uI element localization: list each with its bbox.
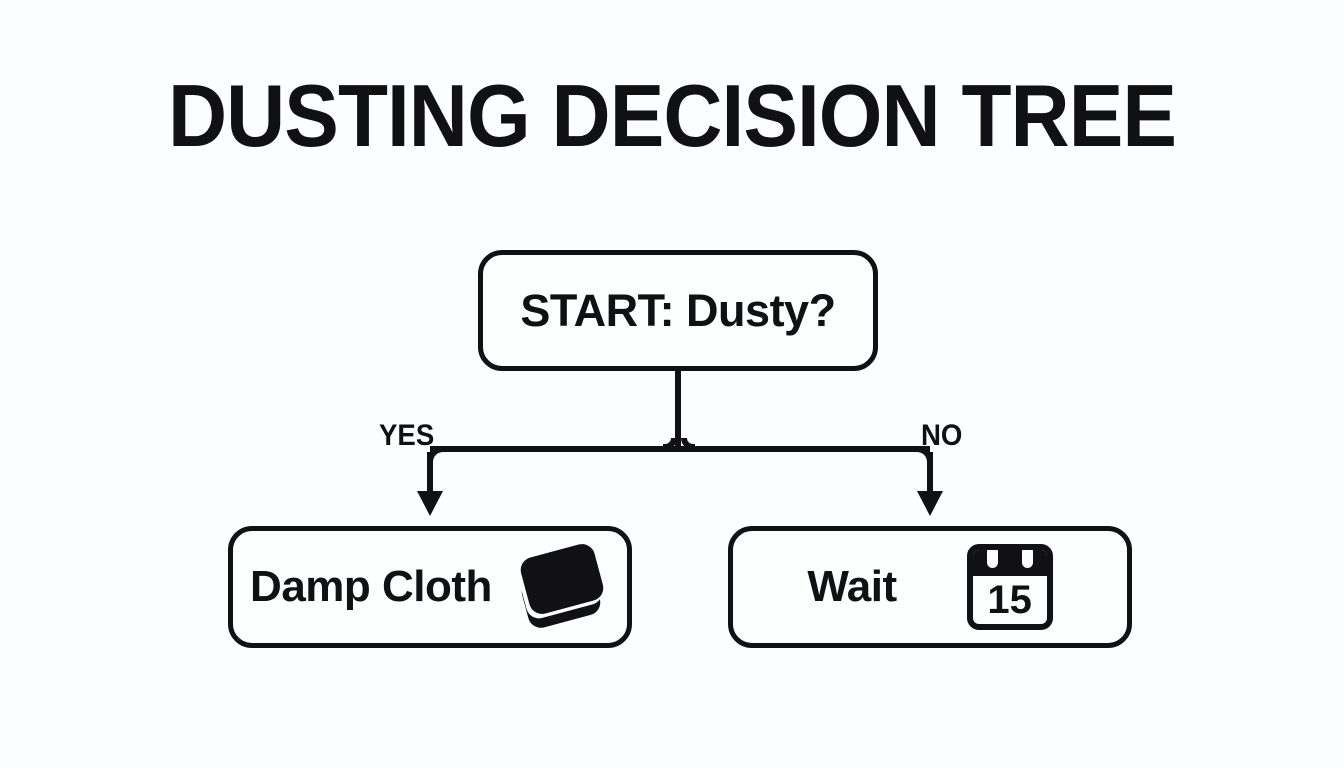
calendar-header-band [972,550,1047,576]
node-start-label: START: Dusty? [520,284,836,336]
page-title: DUSTING DECISION TREE [167,66,1177,165]
node-wait-label: Wait [807,562,897,611]
connector-drop-yes [427,452,433,494]
branch-label-yes: YES [379,419,435,452]
branch-label-no: NO [921,419,963,452]
calendar-ring-left [986,550,998,568]
node-damp-cloth-label: Damp Cloth [250,562,492,611]
calendar-day-number: 15 [987,578,1032,622]
connector-stem [675,371,681,447]
node-wait-content: Wait 15 [807,544,1053,630]
arrowhead-yes [417,491,443,516]
node-damp-cloth-content: Damp Cloth [250,541,610,631]
node-wait[interactable]: Wait 15 [728,526,1132,648]
node-start[interactable]: START: Dusty? [478,250,878,371]
stacked-cloth-icon [516,541,610,631]
node-damp-cloth[interactable]: Damp Cloth [228,526,632,648]
connector-horizontal-bar [430,446,930,452]
calendar-ring-right [1021,550,1033,568]
arrowhead-no [917,491,943,516]
connector-drop-no [927,452,933,494]
calendar-icon: 15 [966,544,1053,630]
